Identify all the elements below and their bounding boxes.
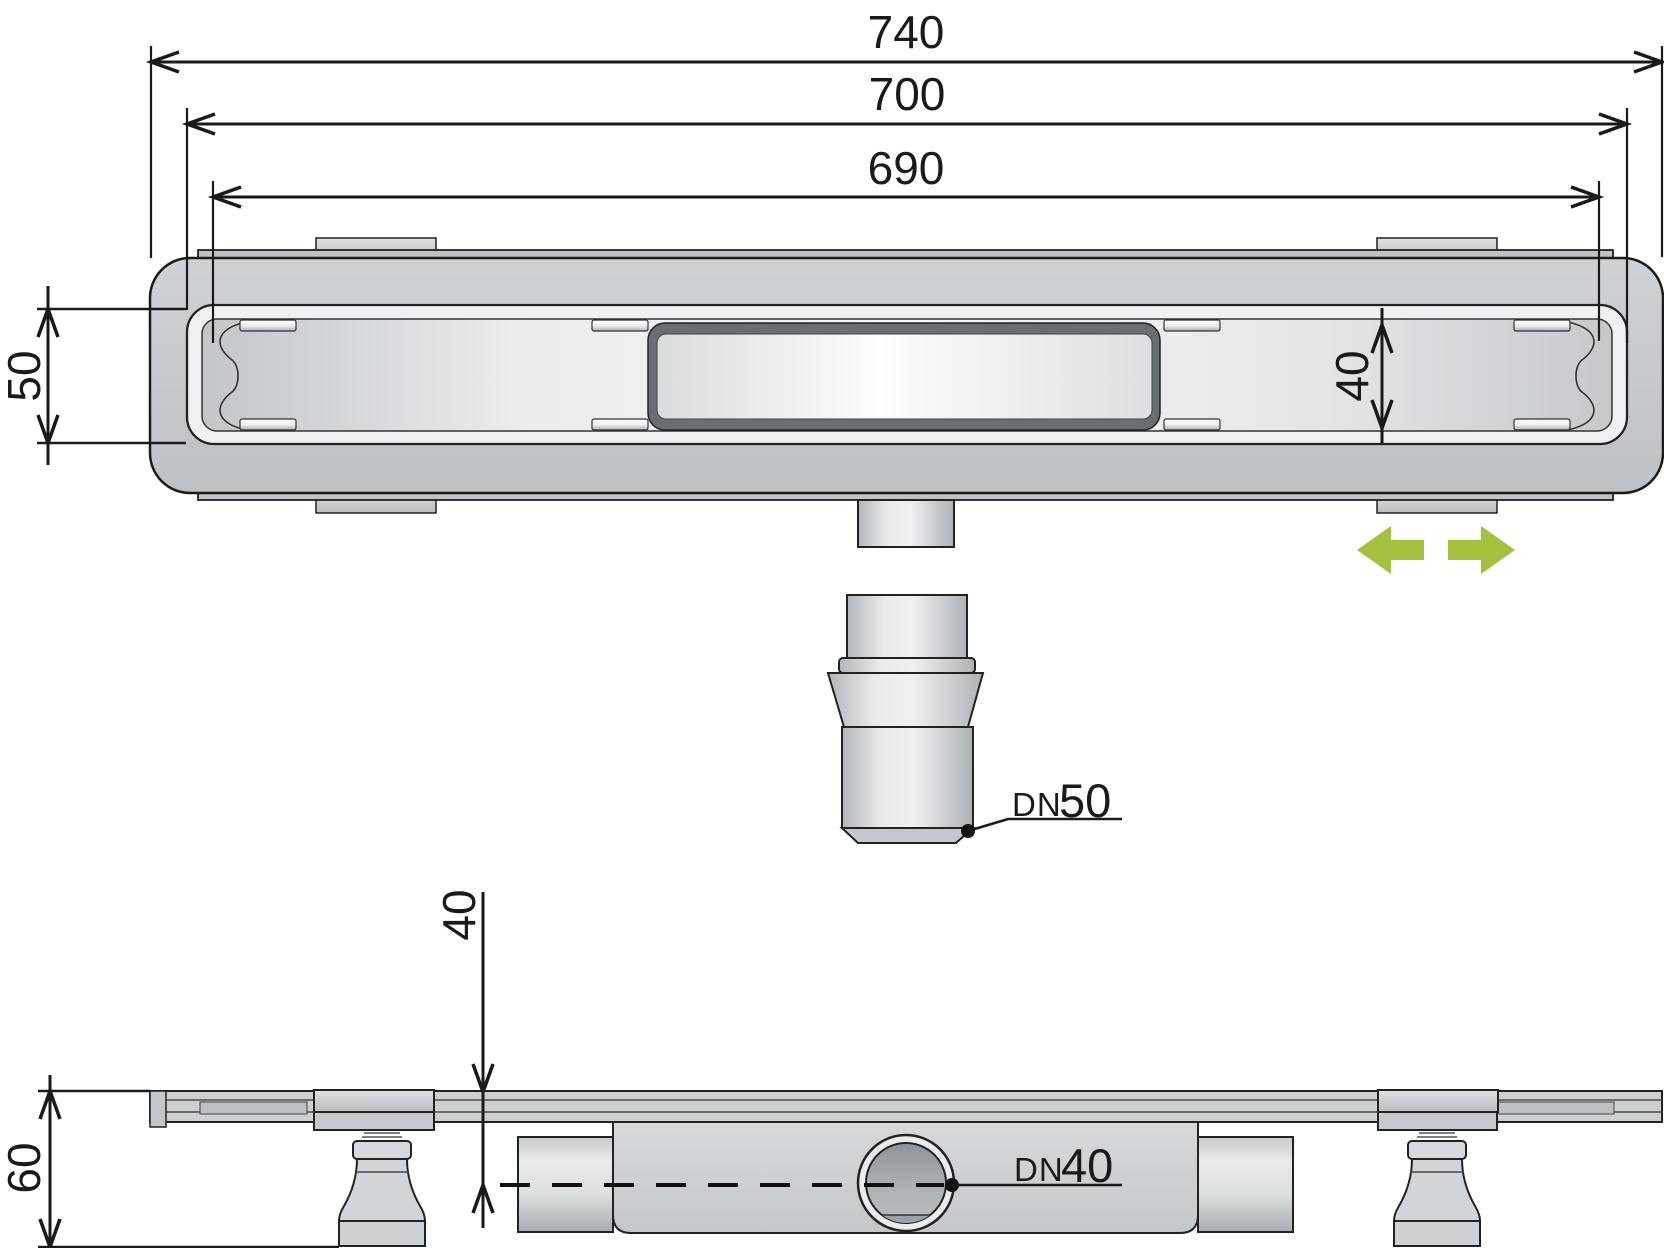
arrowhead: [207, 185, 242, 209]
channel-end-profile-left: [219, 321, 247, 431]
outlet-nut: [826, 672, 985, 728]
dimension-740: 740: [145, 6, 1664, 258]
arrowhead: [471, 1063, 495, 1098]
outlet-spigot-chamfer: [839, 827, 976, 844]
cover-plate: [656, 333, 1153, 420]
grate-clip: [1163, 418, 1221, 431]
arrowhead: [1370, 319, 1394, 354]
grate-clip: [1513, 319, 1571, 332]
arrowhead: [1570, 185, 1605, 209]
arrowhead: [145, 50, 180, 74]
dimension-40-side: 40: [433, 889, 495, 1228]
arrowhead: [471, 1179, 495, 1214]
bracket-right: [1377, 1089, 1499, 1113]
channel-end-profile-right: [1567, 321, 1595, 431]
outlet-front-view: DN 50: [826, 594, 1122, 844]
outlet-pipe-top: [846, 594, 968, 660]
outlet-pipe-body: [841, 726, 974, 829]
grate-clip: [1163, 319, 1221, 332]
bracket-left-lip: [313, 1111, 435, 1131]
grate-clip: [1513, 418, 1571, 431]
grate-clip: [591, 418, 649, 431]
arrowhead: [1633, 50, 1664, 74]
top-view: [148, 237, 1664, 548]
grate-clip: [591, 319, 649, 332]
arrowhead: [36, 414, 60, 449]
adjustable-foot-right: [1392, 1132, 1482, 1247]
side-view: DN 40: [149, 1089, 1663, 1247]
dim-label-700: 700: [869, 68, 946, 120]
arrowhead: [38, 1085, 62, 1120]
horizontal-adjust-arrows-icon: [1357, 526, 1515, 574]
dim-label-740: 740: [868, 6, 945, 58]
dim-label-50: 50: [0, 350, 50, 401]
dn40-prefix: DN: [1014, 1151, 1064, 1188]
dn50-value: 50: [1059, 774, 1111, 827]
arrowhead: [38, 1218, 62, 1248]
dimension-690: 690: [207, 142, 1605, 343]
plate-end-cap: [149, 1090, 167, 1128]
arrowhead: [181, 112, 216, 136]
dimension-50: 50: [0, 286, 186, 465]
arrow-right-icon: [1448, 526, 1515, 574]
dim-label-60: 60: [0, 1142, 50, 1193]
arrow-left-icon: [1357, 526, 1424, 574]
side-pipe-right: [1197, 1136, 1294, 1233]
dimension-700: 700: [181, 68, 1633, 343]
dim-label-40-side: 40: [433, 889, 485, 940]
dim-label-40-top: 40: [1326, 350, 1378, 401]
arrowhead: [1598, 112, 1633, 136]
dim-label-690: 690: [868, 142, 945, 194]
plate-slot-left: [199, 1101, 308, 1115]
dn50-prefix: DN: [1012, 786, 1062, 823]
leader-line: [967, 817, 1122, 833]
outlet-circle-water: [882, 1215, 930, 1223]
arrowhead: [36, 303, 60, 338]
dimension-40-top: 40: [1326, 308, 1394, 443]
dimension-60: 60: [0, 1075, 339, 1248]
arrowhead: [1370, 399, 1394, 434]
dn40-value: 40: [1061, 1139, 1113, 1192]
plate-slot-right: [1497, 1101, 1615, 1115]
grate-clip: [239, 418, 297, 431]
outlet-ring: [838, 657, 976, 674]
bracket-left: [313, 1089, 435, 1113]
grate-clip: [239, 319, 297, 332]
adjustable-foot-left: [337, 1132, 427, 1247]
bracket-right-lip: [1377, 1111, 1498, 1131]
outlet-stub: [857, 499, 955, 548]
